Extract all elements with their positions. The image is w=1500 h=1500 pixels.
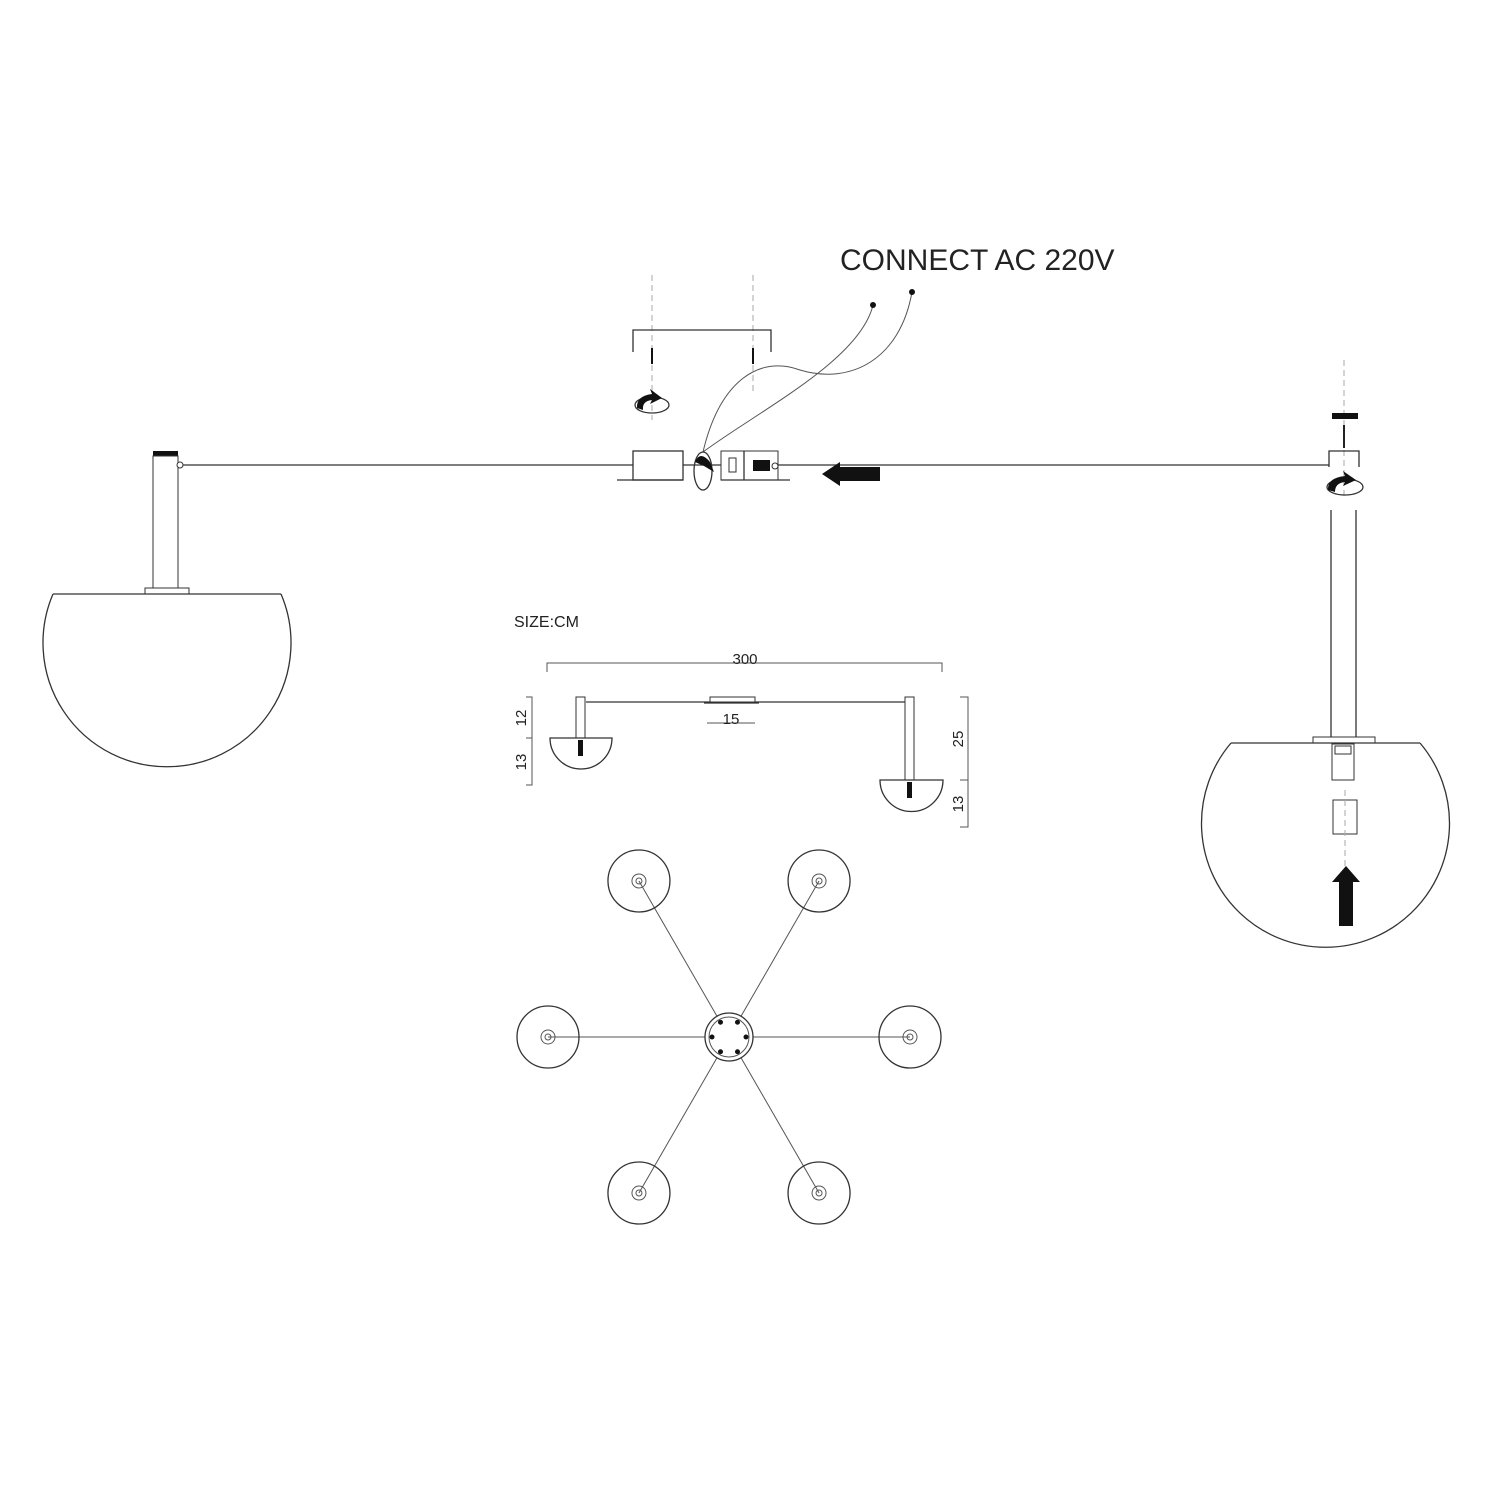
socket-center <box>815 877 823 885</box>
globe-top-view <box>787 1161 851 1225</box>
globe-top-view <box>607 1161 671 1225</box>
arrow-up-icon <box>1332 866 1360 926</box>
arm <box>740 880 820 1017</box>
arrow-left-icon <box>822 462 880 486</box>
globe-top-view <box>787 849 851 913</box>
arm <box>638 1057 718 1194</box>
rotate-icon <box>634 389 670 414</box>
dim-300: 300 <box>732 651 757 668</box>
dim-12: 12 <box>513 710 530 727</box>
socket-center <box>906 1033 914 1041</box>
dim-15: 15 <box>723 711 740 728</box>
dim-13-right: 13 <box>950 796 967 813</box>
hub-screw <box>735 1019 740 1025</box>
dim-25: 25 <box>950 731 967 748</box>
socket-ring <box>540 1029 556 1045</box>
hub-screw <box>709 1034 715 1040</box>
size-unit-label: SIZE:CM <box>514 614 579 631</box>
hub-inner <box>708 1016 750 1058</box>
hub-outer <box>704 1012 754 1062</box>
rotate-icon <box>693 451 714 491</box>
connect-ac-label: CONNECT AC 220V <box>840 244 1115 277</box>
globe-top-view <box>878 1005 942 1069</box>
arm <box>740 1057 820 1194</box>
socket-ring <box>631 1185 647 1201</box>
socket-center <box>635 1189 643 1197</box>
canopy <box>617 450 684 481</box>
left-pendant <box>42 451 292 768</box>
socket-center <box>544 1033 552 1041</box>
supply-wires <box>702 289 915 453</box>
arm <box>638 880 718 1017</box>
socket-center <box>635 877 643 885</box>
top-view <box>516 849 942 1225</box>
socket-ring <box>811 1185 827 1201</box>
rotate-icon <box>1326 471 1364 496</box>
terminal-block <box>720 450 790 481</box>
hub-screw <box>718 1049 723 1055</box>
socket-ring <box>631 873 647 889</box>
globe-top-view <box>516 1005 580 1069</box>
socket-center <box>815 1189 823 1197</box>
globe-top-view <box>607 849 671 913</box>
dimension-drawing: 300 15 12 13 25 13 <box>513 651 969 828</box>
socket-ring <box>902 1029 918 1045</box>
dim-13-left: 13 <box>513 754 530 771</box>
right-pendant <box>1200 360 1451 948</box>
hub-screw <box>743 1034 749 1040</box>
hub-screw <box>718 1019 723 1025</box>
socket-ring <box>811 873 827 889</box>
hub-screw <box>735 1049 740 1055</box>
